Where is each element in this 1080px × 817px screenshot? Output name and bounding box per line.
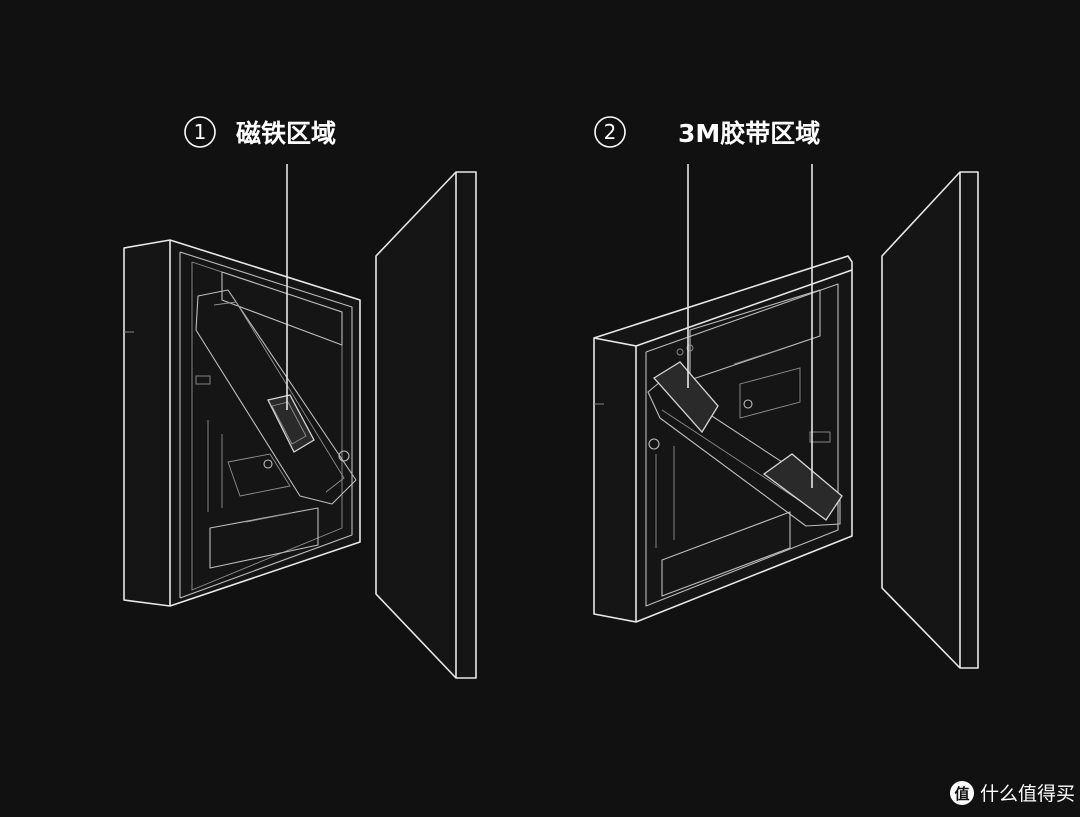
callout-2: 2 3M胶带区域 [594, 116, 820, 488]
zhi-logo-glyph: 值 [954, 785, 969, 803]
callout-1: 1 磁铁区域 [184, 116, 336, 410]
callout-label: 磁铁区域 [236, 119, 336, 148]
tape-pad-upper [652, 361, 719, 434]
wall-panel-right [881, 171, 979, 669]
watermark: 值 什么值得买 [950, 781, 1075, 805]
device-back-panel-left [123, 239, 361, 607]
watermark-text: 什么值得买 [980, 783, 1075, 805]
callout-label: 3M胶带区域 [678, 119, 820, 148]
callout-number: 2 [604, 120, 617, 144]
tape-pad-lower [762, 453, 843, 521]
callout-number-circle [594, 116, 626, 148]
wall-panel-left [375, 171, 477, 679]
callout-number: 1 [194, 120, 207, 144]
zhi-logo-icon [950, 781, 974, 805]
device-back-panel-right [593, 255, 853, 623]
callout-number-circle [184, 116, 216, 148]
